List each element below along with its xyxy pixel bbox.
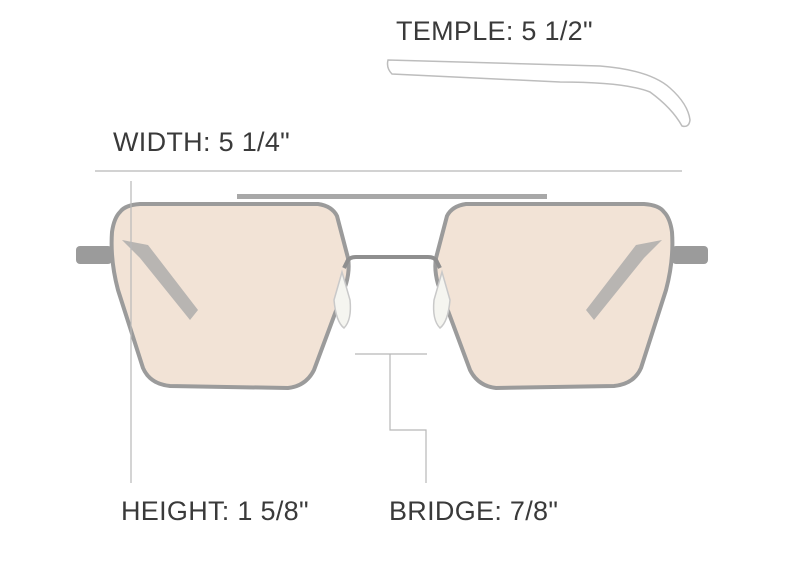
top-bar bbox=[237, 194, 547, 199]
nose-bridge bbox=[342, 255, 442, 269]
temple-measurement-label: TEMPLE: 5 1/2" bbox=[396, 16, 593, 46]
right-end-piece bbox=[672, 246, 708, 264]
temple-arm-outline bbox=[386, 59, 691, 128]
left-lens bbox=[109, 202, 351, 391]
height-measurement-label: HEIGHT: 1 5/8" bbox=[121, 496, 309, 526]
right-inner-temple bbox=[586, 240, 662, 320]
right-nose-pad bbox=[432, 269, 451, 329]
width-measurement-label: WIDTH: 5 1/4" bbox=[113, 127, 291, 157]
right-lens bbox=[433, 202, 675, 391]
left-inner-temple bbox=[122, 240, 198, 320]
left-end-piece bbox=[76, 246, 112, 264]
bridge-guide-connector bbox=[389, 354, 427, 483]
left-nose-pad bbox=[333, 269, 352, 329]
bridge-measurement-label: BRIDGE: 7/8" bbox=[389, 496, 559, 526]
